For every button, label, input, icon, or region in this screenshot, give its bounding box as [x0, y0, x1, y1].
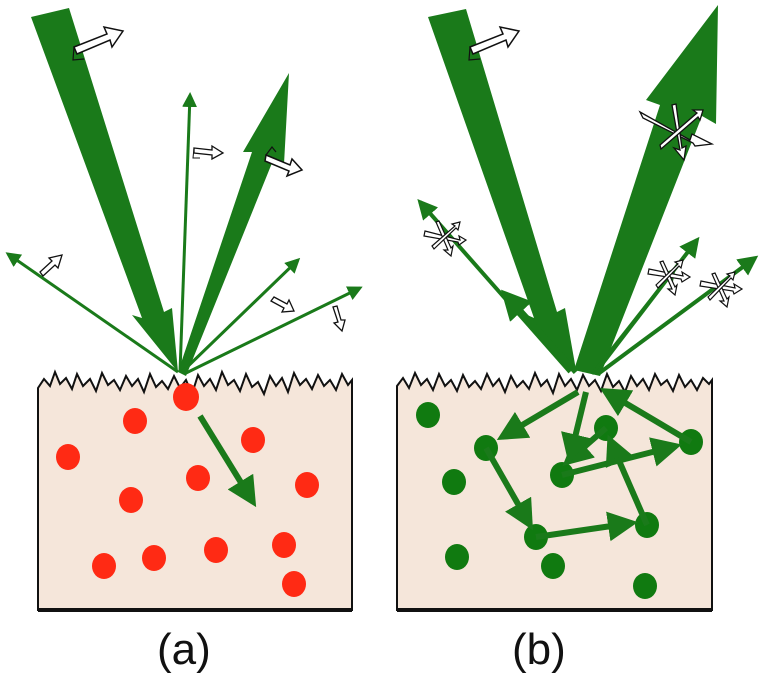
panel-a: [5, 8, 363, 612]
hollow-star-burst-icon: [699, 271, 744, 309]
scattering-step: [561, 391, 591, 464]
particle: [241, 427, 265, 453]
scattered-ray: [417, 199, 572, 374]
particle: [541, 553, 565, 579]
particle: [633, 573, 657, 599]
refracted-ray-a: [197, 414, 257, 508]
scattered-ray: [5, 252, 179, 374]
specular-beam-b: [574, 5, 718, 376]
scattering-step: [496, 389, 580, 441]
particle: [142, 545, 166, 571]
particle: [173, 383, 199, 411]
scattered-ray: [180, 257, 301, 374]
panel-b-caption: (b): [512, 625, 566, 674]
particle: [204, 537, 228, 563]
scattering-step: [535, 511, 638, 542]
incident-beam-b: [428, 9, 576, 370]
multiple-scattering-path: [483, 387, 693, 542]
hollow-star-burst-icon: [638, 103, 715, 162]
scattering-step: [599, 387, 693, 445]
hollow-arrow-icon: [468, 25, 521, 61]
hollow-arrow-icon: [264, 146, 304, 178]
scattered-ray: [590, 267, 676, 375]
scattered-rays-a: [5, 92, 363, 376]
incident-beam-a: [31, 8, 178, 372]
hollow-star-burst-icon: [423, 220, 468, 258]
panel-b: [396, 5, 759, 612]
hollow-star-burst-icon: [647, 259, 692, 297]
hollow-arrow-icon: [39, 254, 63, 277]
hollow-arrow-icon: [270, 296, 295, 313]
hollow-arrow-icon: [332, 305, 346, 333]
hollow-arrow-icon: [72, 25, 125, 61]
specular-beam-a: [178, 73, 289, 376]
hollow-arrow-icon: [192, 144, 225, 161]
panel-a-caption: (a): [157, 625, 211, 674]
particle: [282, 571, 306, 597]
particle: [92, 553, 116, 579]
particle: [445, 544, 469, 570]
scattered-ray: [178, 92, 198, 373]
scattering-step: [561, 437, 682, 478]
particle: [295, 472, 319, 498]
particle: [56, 444, 80, 470]
particle: [416, 402, 440, 428]
particle: [123, 408, 147, 434]
particle: [442, 469, 466, 495]
scattered-ray: [500, 289, 579, 375]
particle: [186, 465, 210, 491]
particle: [272, 532, 296, 558]
particles-a: [56, 383, 319, 597]
particle: [119, 487, 143, 513]
material-block-b: [396, 370, 713, 611]
scattering-step: [605, 434, 650, 527]
scattering-step: [483, 446, 533, 531]
scattered-ray: [183, 286, 363, 376]
